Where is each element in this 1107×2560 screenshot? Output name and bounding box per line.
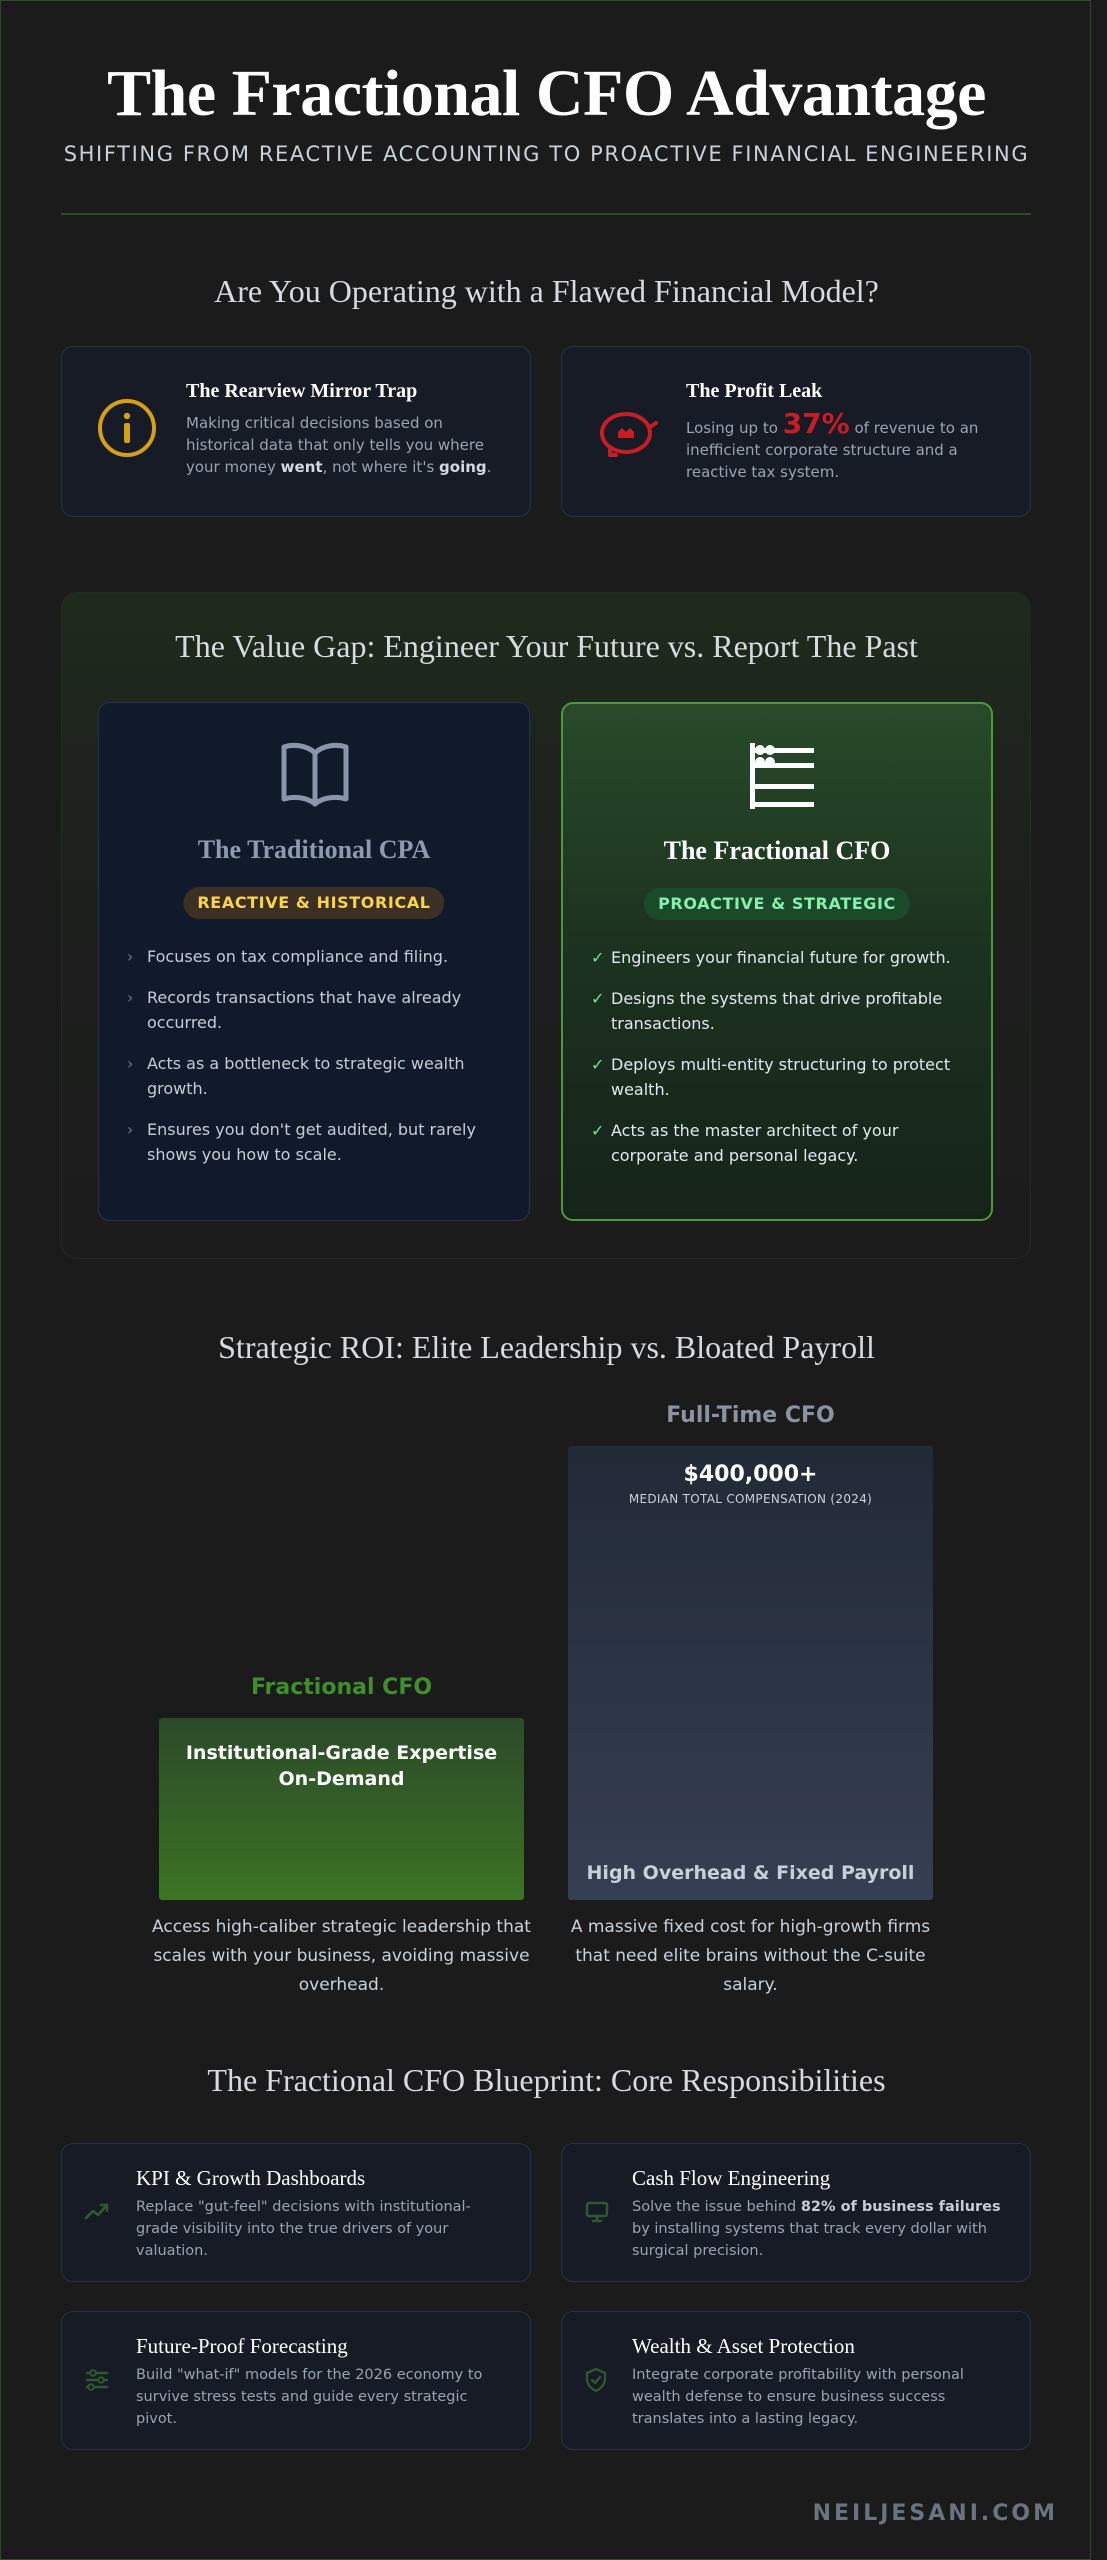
fulltime-label: Full-Time CFO [666,1403,835,1428]
forecasting-title: Future-Proof Forecasting [136,2334,348,2358]
list-item: ✓Designs the systems that drive profitab… [591,989,943,1033]
shield-check-icon [585,2367,607,2393]
profit-leak-text: Losing up to 37% of revenue to an ineffi… [686,407,979,482]
cpa-column: The Traditional CPA REACTIVE & HISTORICA… [98,702,530,1221]
roi-heading: Strategic ROI: Elite Leadership vs. Bloa… [218,1329,875,1365]
kpi-text: Replace "gut-feel" decisions with instit… [136,2199,471,2259]
wealth-title: Wealth & Asset Protection [632,2334,855,2358]
rearview-text: Making critical decisions based on histo… [186,414,492,476]
list-item: ›Records transactions that have already … [127,988,462,1032]
fractional-bar-text: Institutional-Grade Expertise On-Demand [185,1742,498,1790]
page-subtitle: SHIFTING FROM REACTIVE ACCOUNTING TO PRO… [63,142,1030,166]
sliders-icon [85,2369,109,2391]
rearview-title: The Rearview Mirror Trap [186,380,418,402]
cfo-column: The Fractional CFO PROACTIVE & STRATEGIC… [561,702,993,1221]
abacus-icon [750,743,814,809]
rearview-card: The Rearview Mirror Trap Making critical… [61,346,531,517]
list-item: ›Ensures you don't get audited, but rare… [127,1120,476,1164]
kpi-title: KPI & Growth Dashboards [136,2166,366,2190]
cpa-title: The Traditional CPA [197,835,431,864]
cash-flow-title: Cash Flow Engineering [632,2166,831,2190]
fractional-bar: Institutional-Grade Expertise On-Demand [159,1718,524,1900]
footer-site-link[interactable]: NEILJESANI.COM [812,2501,1058,2526]
list-item: ✓Deploys multi-entity structuring to pro… [591,1055,951,1099]
kpi-card: KPI & Growth Dashboards Replace "gut-fee… [61,2143,531,2282]
piggy-bank-icon [600,412,658,457]
cfo-list: ✓Engineers your financial future for gro… [591,945,971,1184]
forecasting-card: Future-Proof Forecasting Build "what-if"… [61,2311,531,2450]
cfo-title: The Fractional CFO [663,836,891,865]
forecasting-text: Build "what-if" models for the 2026 econ… [136,2367,483,2427]
problems-heading: Are You Operating with a Flawed Financia… [214,273,879,309]
info-icon [98,399,156,457]
cpa-badge: REACTIVE & HISTORICAL [183,887,445,919]
blueprint-heading: The Fractional CFO Blueprint: Core Respo… [207,2062,886,2098]
hero-divider [61,213,1031,215]
list-item: ›Focuses on tax compliance and filing. [127,947,449,966]
fractional-label: Fractional CFO [250,1675,433,1700]
fulltime-value-note: MEDIAN TOTAL COMPENSATION (2024) [628,1492,873,1506]
fulltime-bar: $400,000+ MEDIAN TOTAL COMPENSATION (202… [568,1446,933,1900]
cfo-badge: PROACTIVE & STRATEGIC [644,888,910,920]
monitor-icon [585,2201,609,2223]
book-icon [281,742,349,807]
trending-up-icon [84,2203,109,2220]
profit-leak-card: The Profit Leak Losing up to 37% of reve… [561,346,1031,517]
fulltime-bar-text: High Overhead & Fixed Payroll [586,1862,915,1884]
wealth-card: Wealth & Asset Protection Integrate corp… [561,2311,1031,2450]
fulltime-value: $400,000+ [683,1462,818,1487]
cpa-list: ›Focuses on tax compliance and filing. ›… [127,944,507,1183]
wealth-text: Integrate corporate profitability with p… [632,2367,964,2427]
page-title: The Fractional CFO Advantage [107,57,986,130]
cash-flow-card: Cash Flow Engineering Solve the issue be… [561,2143,1031,2282]
list-item: ›Acts as a bottleneck to strategic wealt… [127,1054,465,1098]
fulltime-caption: A massive fixed cost for high-growth fir… [570,1917,931,1995]
cash-flow-text: Solve the issue behind 82% of business f… [632,2199,1001,2259]
value-gap-heading: The Value Gap: Engineer Your Future vs. … [175,628,918,664]
list-item: ✓Engineers your financial future for gro… [591,948,951,967]
fractional-caption: Access high-caliber strategic leadership… [152,1917,531,1995]
profit-leak-title: The Profit Leak [686,380,823,402]
list-item: ✓Acts as the master architect of your co… [591,1121,899,1165]
leak-percent: 37% [782,407,850,440]
